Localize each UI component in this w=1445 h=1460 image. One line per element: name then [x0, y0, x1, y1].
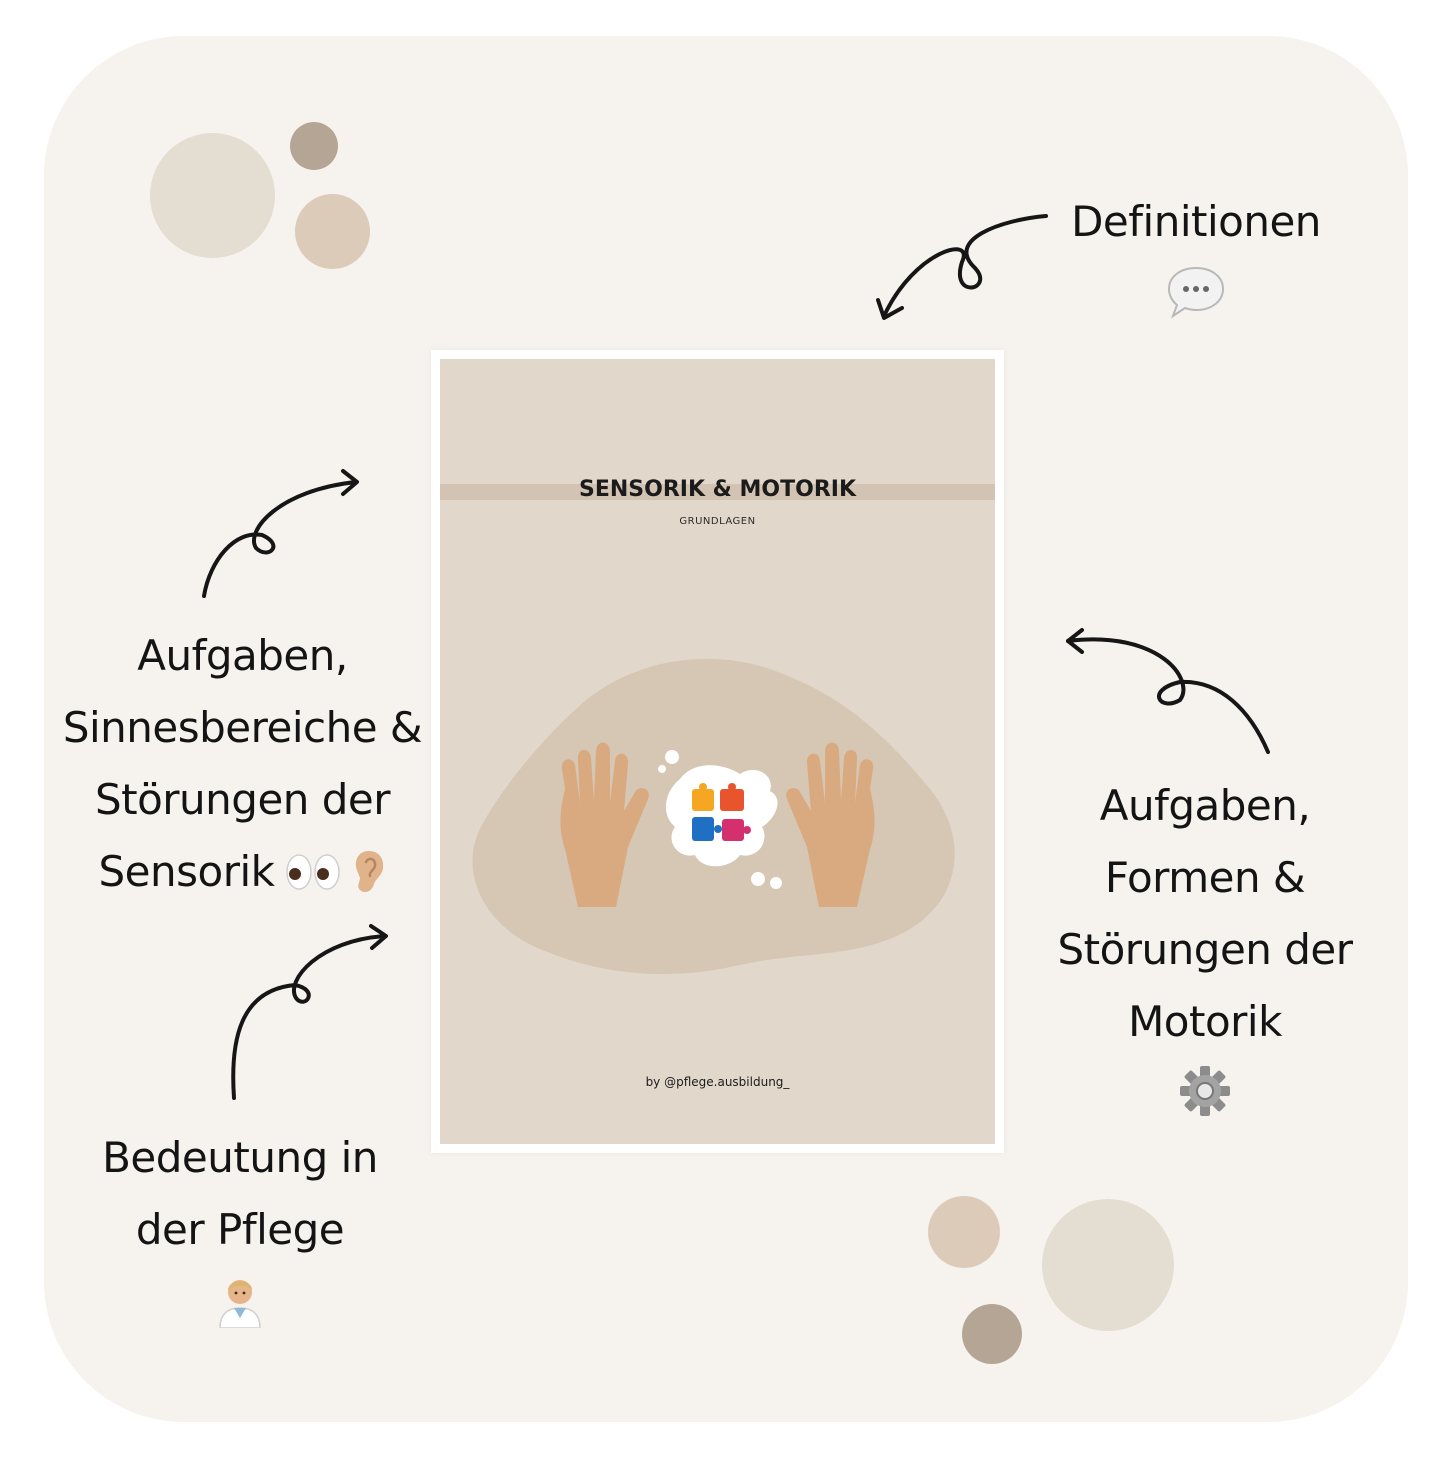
label-pflege: Bedeutung in der Pflege [90, 1122, 390, 1328]
title-band [440, 484, 995, 500]
label-line: Definitionen [1071, 197, 1321, 246]
document-page: SENSORIK & MOTORIK GRUNDLAGEN [440, 359, 995, 1144]
decor-dot-small [962, 1304, 1022, 1364]
decor-dot-medium [928, 1196, 1000, 1268]
document-byline: by @pflege.ausbildung_ [645, 1075, 790, 1089]
speech-bubble-icon [1167, 266, 1225, 319]
label-line: Sensorik [98, 847, 275, 896]
label-definitions: Definitionen [1056, 186, 1336, 320]
document-subtitle: GRUNDLAGEN [679, 516, 756, 527]
label-line: Störungen der [1057, 925, 1353, 974]
hands-puzzle-illustration [472, 658, 955, 975]
label-line: der Pflege [135, 1205, 345, 1254]
decor-dot-small [290, 122, 338, 170]
label-line: Aufgaben, [137, 631, 348, 680]
label-line: Motorik [1128, 997, 1282, 1046]
health-worker-icon [219, 1280, 261, 1328]
label-motorik: Aufgaben, Formen & Störungen der Motorik [1050, 770, 1360, 1118]
label-line: Formen & [1104, 853, 1306, 902]
ear-icon [356, 851, 384, 892]
document-preview: SENSORIK & MOTORIK GRUNDLAGEN [431, 350, 1004, 1153]
eyes-icon [286, 854, 341, 890]
gear-icon [1180, 1066, 1230, 1116]
label-line: Sinnesbereiche & [62, 703, 423, 752]
document-title: SENSORIK & MOTORIK [579, 477, 856, 502]
decor-dot-large [150, 133, 275, 258]
label-line: Bedeutung in [102, 1133, 378, 1182]
label-sensorik: Aufgaben, Sinnesbereiche & Störungen der… [60, 620, 425, 908]
decor-dot-large [1042, 1199, 1174, 1331]
decor-dot-medium [295, 194, 370, 269]
puzzle-icon [692, 783, 751, 841]
label-line: Aufgaben, [1099, 781, 1311, 830]
left-hand-icon [560, 742, 649, 907]
label-line: Störungen der [94, 775, 391, 824]
right-hand-icon [786, 742, 875, 907]
